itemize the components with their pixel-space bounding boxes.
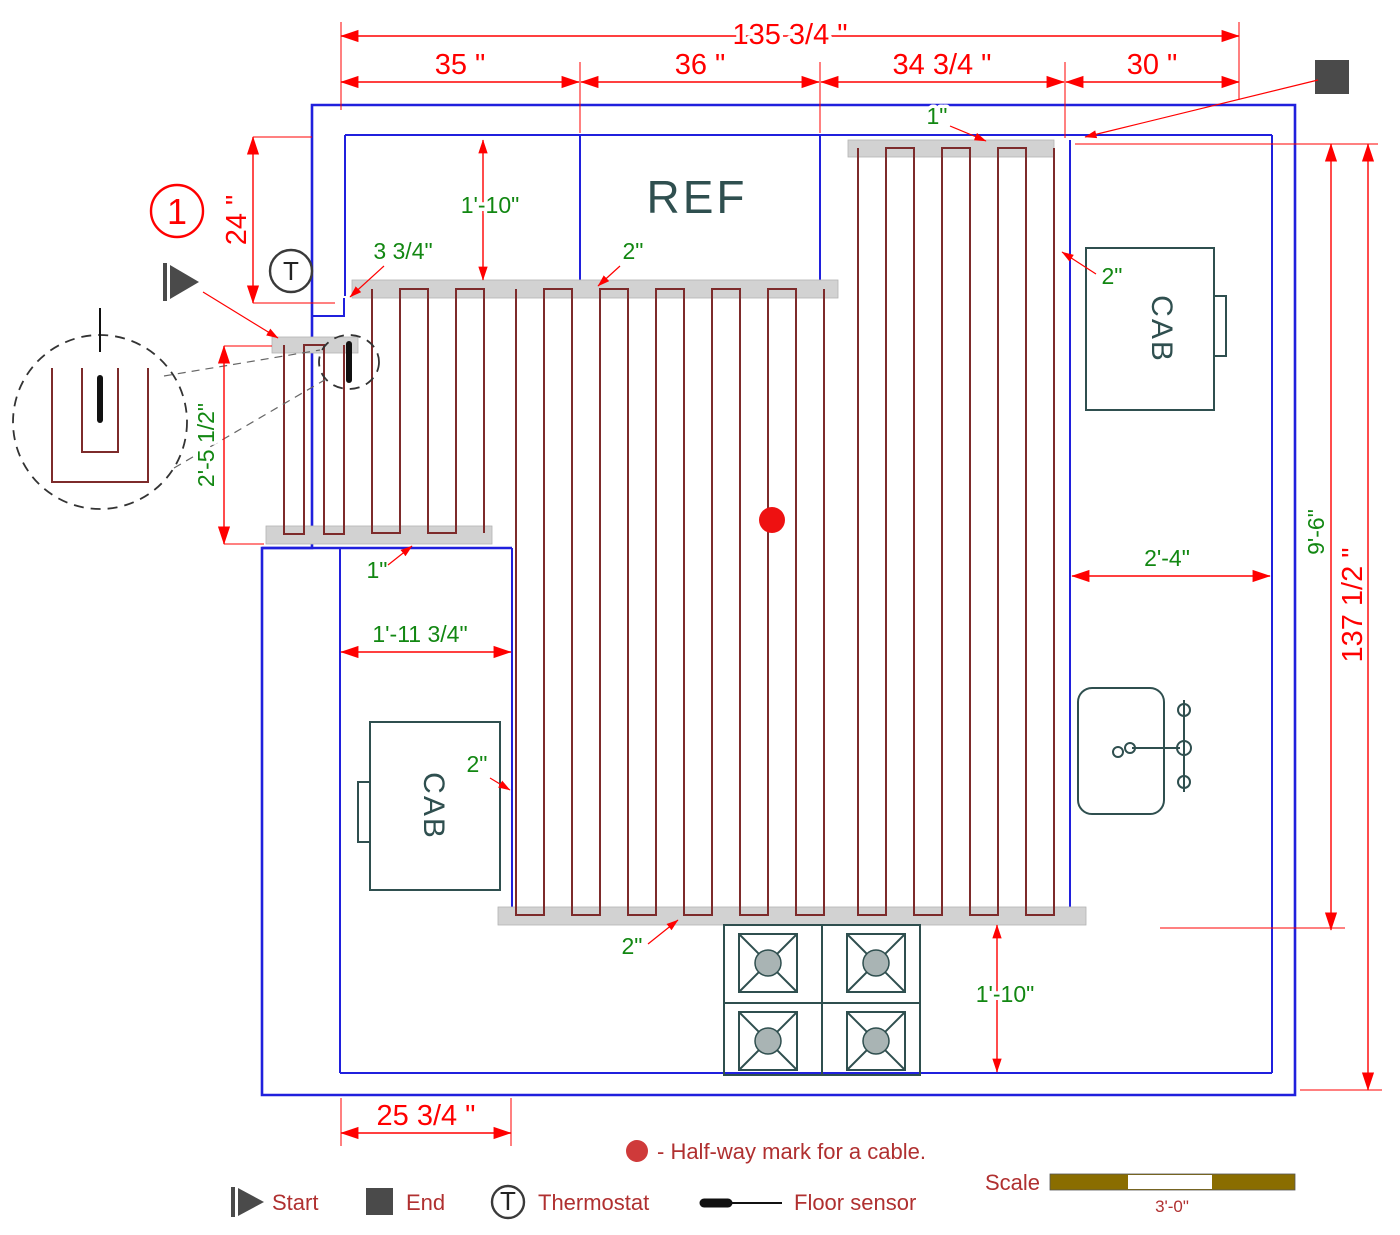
sensor-detail-bubble [318,334,380,390]
legend-start-label: Start [272,1190,318,1215]
heating-cable-run [371,288,485,534]
halfway-mark-dot [759,507,785,533]
leader-line [349,265,385,298]
legend-halfway-label: - Half-way mark for a cable. [657,1139,926,1164]
scale-bar [1049,1173,1296,1191]
detail-leader-top [163,349,321,377]
dim-left-height: 24 " [221,195,253,246]
cabinet-right: CAB [1085,247,1227,411]
dim-ref-clearance: 1'-10" [461,192,520,218]
dim-bottom-width: 25 3/4 " [377,1100,476,1132]
start-icon [163,263,199,301]
legend-thermostat-letter: T [500,1186,516,1216]
dim-right-inner: 9'-6" [1303,509,1329,555]
end-arrow [1084,79,1319,139]
thermostat-icon [268,248,314,294]
heating-cable-run [515,288,825,916]
legend-thermostat-icon [490,1184,526,1220]
note-start-offset: 3 3/4" [373,238,432,264]
fixtures: CAB CAB REF [357,171,1227,1076]
fridge-label: REF [647,171,748,223]
dim-seg4: 30 " [1127,49,1178,81]
leader-line [949,125,987,142]
detail-callout-circle [149,183,205,239]
cable-entry-notch [313,298,345,317]
dim-top-total: 135 3/4 " [732,19,847,51]
cabinet-right-label: CAB [1145,295,1178,363]
dim-seg3: 34 3/4 " [893,49,992,81]
note-cab-right-clearance: 2" [1102,263,1123,289]
stove [723,924,921,1076]
burner-icon [738,1011,798,1071]
burner-icon [846,1011,906,1071]
heating-cable-run [283,344,345,535]
start-arrow [202,291,279,339]
cabinet-left: CAB [357,721,501,891]
spacing-notes: 3 3/4" 2" 1" 2" 1" 2" 2" [349,100,1126,963]
leader-line [489,777,511,791]
cabinet-right-handle [1213,295,1227,357]
heating-cable-run [857,147,1055,916]
dim-seg1: 35 " [435,49,486,81]
dim-right-aisle: 2'-4" [1144,545,1190,571]
leader-line [387,545,413,566]
dimensions-red: 135 3/4 " 35 " 36 " 34 3/4 " 30 " 24 " 2… [190,16,1382,1146]
note-bottom-spacing: 2" [622,933,643,959]
note-right-top-spacing: 1" [927,103,948,129]
leader-line [1061,251,1097,275]
note-left-strip-spacing: 1" [367,557,388,583]
detail-cable-outer [51,368,149,483]
detail-cable-inner [81,368,119,453]
dim-left-arm-height: 2'-5 1/2" [193,403,219,487]
heating-cables [283,147,1055,916]
leader-line [647,919,679,945]
dim-stove-clearance: 1'-10" [976,981,1035,1007]
burner-icon [738,933,798,993]
cable-detail-view [12,308,329,510]
legend-end-icon [366,1188,393,1215]
legend-thermostat-label: Thermostat [538,1190,649,1215]
symbols: 1 T [12,60,1349,533]
detail-leader-bottom [173,377,329,469]
legend-halfway-dot-icon [626,1140,648,1162]
dim-right-total: 137 1/2 " [1337,547,1369,662]
sink-basin [1077,687,1165,815]
burner-icon [846,933,906,993]
cabinet-left-handle [357,781,371,843]
thermostat-letter: T [283,256,299,286]
note-top-spacing: 2" [623,238,644,264]
heating-mats [265,139,1087,926]
mat-strip-left-arm [265,525,493,545]
sink [1077,687,1192,815]
scale-length-label: 3'-0" [1155,1197,1189,1216]
scale-label: Scale [985,1170,1040,1195]
legend-floor-sensor-label: Floor sensor [794,1190,916,1215]
legend-start-icon [231,1187,264,1217]
dim-seg2: 36 " [675,49,726,81]
end-icon [1315,60,1349,94]
cabinet-left-label: CAB [417,772,450,840]
sink-drain-icon [1112,746,1124,758]
dim-lower-left-width: 1'-11 3/4" [372,621,467,647]
leader-line [597,265,621,287]
detail-callout-number: 1 [167,191,187,232]
legend-end-label: End [406,1190,445,1215]
legend: Start End T Thermostat Floor sensor - Ha… [231,1139,1296,1220]
note-cab-left-clearance: 2" [467,751,488,777]
